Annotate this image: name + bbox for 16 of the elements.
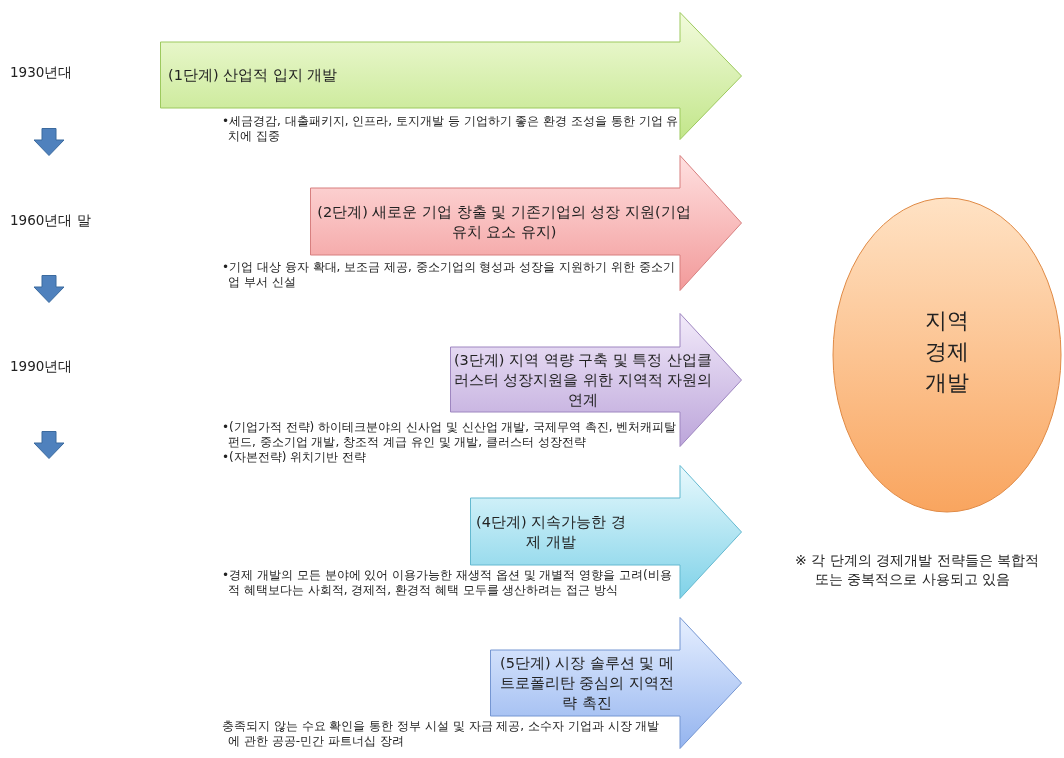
description-text: 충족되지 않는 수요 확인을 통한 정부 시설 및 자금 제공, 소수자 기업과 시장 개발에 관한 공공-민간 파트너십 장려 (222, 719, 661, 749)
period-label: 1960년대 말 (10, 212, 91, 230)
period-label: 1990년대 (10, 358, 73, 376)
stage-label: (1단계) 산업적 입지 개발 (168, 66, 339, 85)
description-text: •세금경감, 대출패키지, 인프라, 토지개발 등 기업하기 좋은 환경 조성을 통한 기업 유치에 집중 (222, 114, 680, 144)
note-text: ※ 각 단계의 경제개발 전략들은 복합적 또는 중복적으로 사용되고 있음 (795, 551, 1040, 589)
stage-label: (3단계) 지역 역량 구축 및 특정 산업클러스터 성장지원을 위한 지역적 자원의 연계 (452, 350, 714, 410)
description-text: •기업 대상 융자 확대, 보조금 제공, 중소기업의 형성과 성장을 지원하기 위한 중소기업 부서 신설 (222, 260, 676, 290)
description-text: •(자본전략) 위치기반 전략 (222, 450, 368, 465)
stage-label: (2단계) 새로운 기업 창출 및 기존기업의 성장 지원(기업 유치 요소 유지) (316, 202, 692, 242)
description-text: •경제 개발의 모든 분야에 있어 이용가능한 재생적 옵션 및 개별적 영향을 고려(비용적 혜택보다는 사회적, 경제적, 환경적 혜택 모두를 생산하려는 접근 방식 (222, 568, 673, 598)
description-text: •(기업가적 전략) 하이테크분야의 신사업 및 신산업 개발, 국제무역 촉진, 벤처캐피탈 펀드, 중소기업 개발, 창조적 계급 유인 및 개발, 클러스터 성장전략 (222, 420, 678, 450)
stage-label: (5단계) 시장 솔루션 및 메트로폴리탄 중심의 지역전략 촉진 (498, 654, 676, 713)
period-label: 1930년대 (10, 64, 73, 82)
stage-label: (4단계) 지속가능한 경제 개발 (476, 512, 626, 552)
goal-label: 지역 경제 개발 (924, 307, 970, 397)
